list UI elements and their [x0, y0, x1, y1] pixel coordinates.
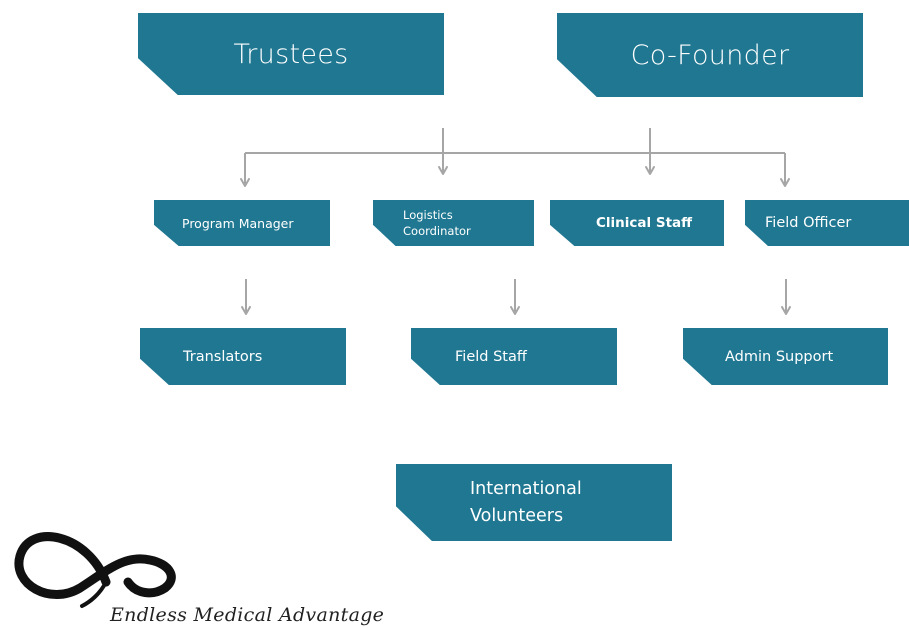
field-officer-box: Field Officer [745, 200, 909, 246]
admin-support-box: Admin Support [683, 328, 888, 385]
international-volunteers-label-line2: Volunteers [470, 505, 564, 526]
program-manager-label: Program Manager [182, 215, 294, 231]
arrowhead-icon [780, 178, 790, 187]
logistics-coordinator-label-line2: Coordinator [403, 224, 471, 238]
international-volunteers-box: International Volunteers [396, 464, 672, 541]
arrowhead-icon [438, 166, 448, 175]
cofounder-label: Co-Founder [630, 39, 790, 71]
international-volunteers-label-line1: International [470, 478, 582, 499]
arrowhead-icon [645, 166, 655, 175]
arrowhead-icon [781, 306, 791, 315]
arrowhead-icon [241, 306, 251, 315]
admin-support-label: Admin Support [725, 348, 834, 365]
logistics-coordinator-box: Logistics Coordinator [373, 200, 534, 246]
trustees-box: Trustees [138, 13, 444, 95]
clinical-staff-label: Clinical Staff [596, 215, 693, 231]
program-manager-box: Program Manager [154, 200, 330, 246]
logo-wordmark: Endless Medical Advantage [110, 604, 385, 626]
clinical-staff-box: Clinical Staff [550, 200, 724, 246]
cofounder-box: Co-Founder [557, 13, 863, 97]
translators-label: Translators [183, 348, 263, 365]
translators-box: Translators [140, 328, 346, 385]
arrowhead-icon [510, 306, 520, 315]
international-volunteers-label: International Volunteers [470, 476, 582, 530]
infinity-swoosh-icon [14, 532, 176, 608]
field-staff-label: Field Staff [455, 348, 527, 365]
logistics-coordinator-label: Logistics Coordinator [403, 207, 471, 239]
field-staff-box: Field Staff [411, 328, 617, 385]
field-officer-label: Field Officer [765, 215, 852, 231]
arrowhead-icon [240, 178, 250, 187]
trustees-label: Trustees [233, 38, 349, 70]
logistics-coordinator-label-line1: Logistics [403, 208, 453, 222]
